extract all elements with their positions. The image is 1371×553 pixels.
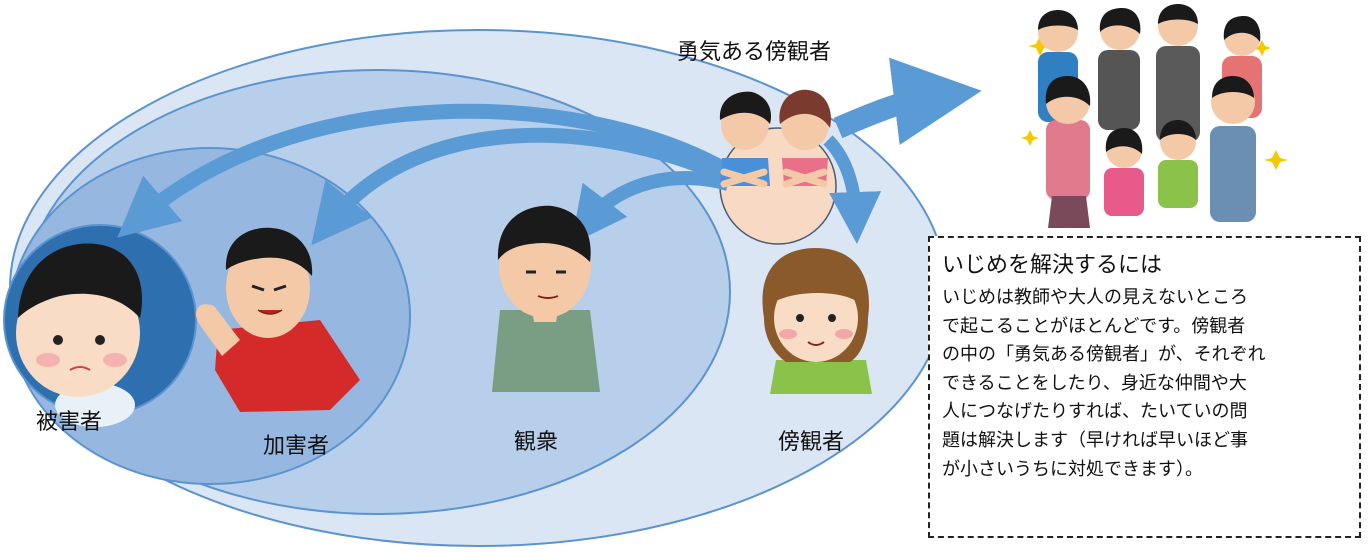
- note-title: いじめを解決するには: [942, 253, 1163, 278]
- audience-figure: [492, 205, 600, 392]
- bystander-figure: [762, 248, 872, 394]
- bystander-label: 傍観者: [778, 430, 845, 455]
- arrow-to-victim: [117, 103, 726, 238]
- perpetrator-label: 加害者: [263, 434, 330, 459]
- audience-label: 観衆: [514, 430, 559, 455]
- courageous-bystander-label: 勇気ある傍観者: [677, 40, 832, 65]
- note-line: が小さいうちに対処できます）。: [942, 458, 1203, 480]
- note-line: 題は解決します（早ければ早いほど事: [942, 429, 1248, 451]
- explanation-note-box: いじめを解決するには いじめは教師や大人の見えないところ で起こることがほとんど…: [928, 236, 1361, 538]
- perpetrator-figure: [195, 227, 360, 412]
- note-body: いじめは教師や大人の見えないところ で起こることがほとんどです。傍観者 の中の「…: [942, 284, 1349, 484]
- note-line: できることをしたり、身近な仲間や大: [942, 372, 1247, 394]
- note-line: 人につなげたりすれば、たいていの問: [942, 401, 1248, 423]
- arrow-to-adults: [833, 57, 982, 145]
- note-line: で起こることがほとんどです。傍観者: [942, 315, 1246, 337]
- arrow-to-audience: [571, 171, 730, 245]
- note-line: の中の「勇気ある傍観者」が、それぞれ: [942, 344, 1266, 366]
- courageous-bystander-kids: [719, 89, 832, 188]
- victim-label: 被害者: [36, 410, 103, 435]
- adults-and-children-group: [1021, 4, 1288, 228]
- victim-figure: [16, 243, 143, 427]
- arrow-to-bystander: [823, 135, 882, 244]
- note-line: いじめは教師や大人の見えないところ: [942, 287, 1248, 308]
- arrow-to-perpetrator: [311, 127, 729, 246]
